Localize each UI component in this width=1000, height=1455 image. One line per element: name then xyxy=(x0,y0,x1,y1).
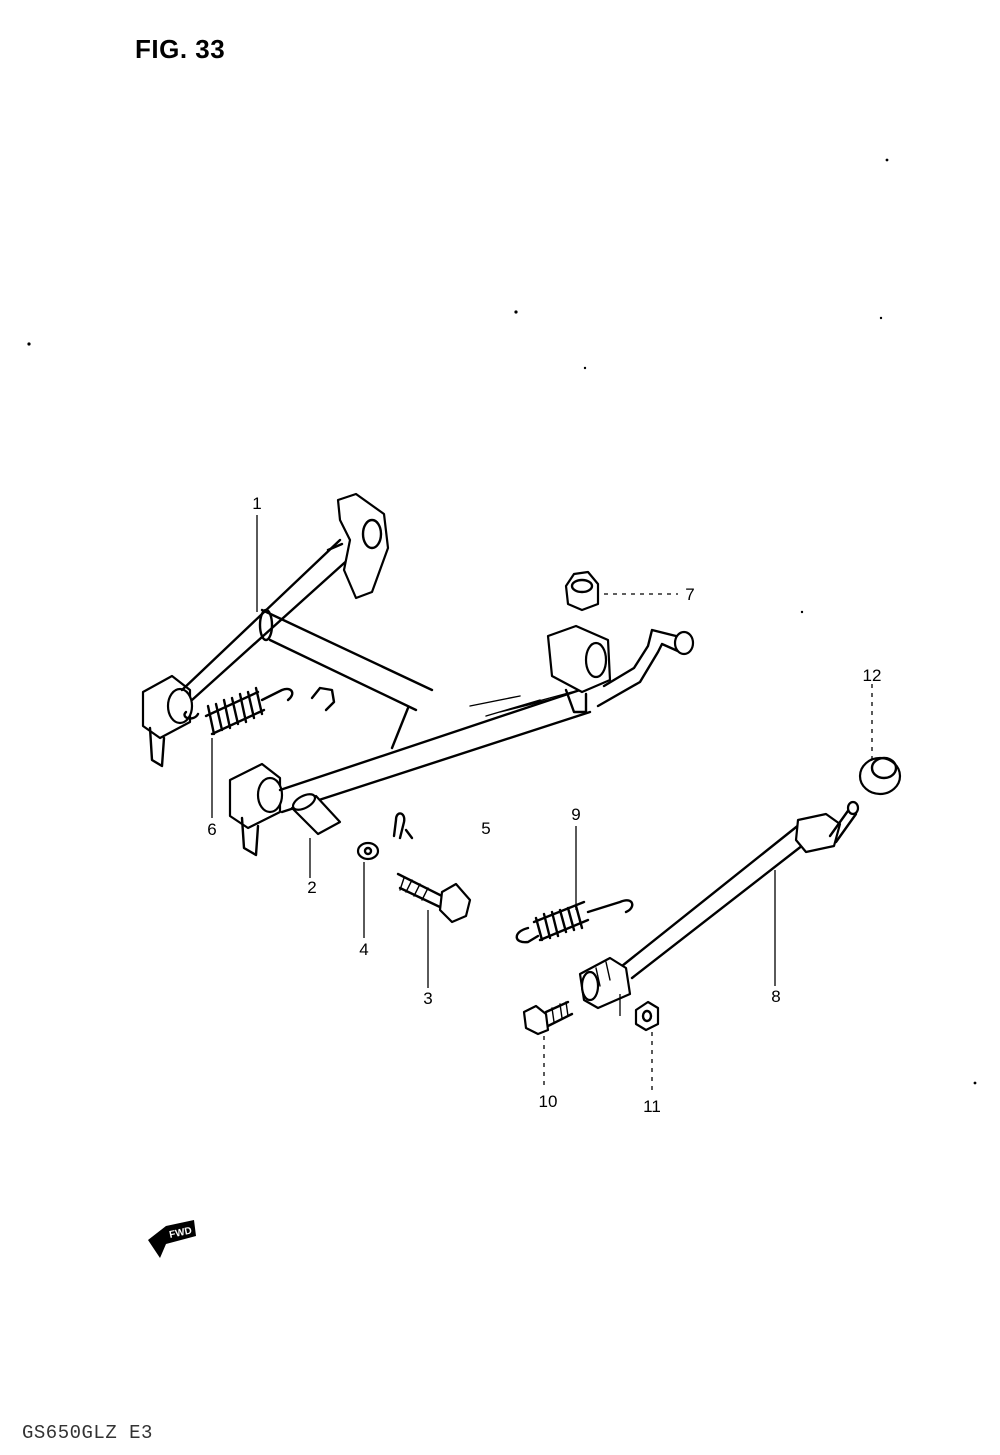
nut-part-11 xyxy=(634,1000,660,1032)
stand-bolt-part-10 xyxy=(522,1000,574,1036)
forward-marker-label: FWD xyxy=(168,1225,193,1240)
callout-8: 8 xyxy=(771,987,781,1006)
callout-7: 7 xyxy=(685,585,695,604)
bushing-part-2 xyxy=(290,793,342,836)
model-code-label: GS650GLZ E3 xyxy=(22,1422,153,1444)
side-stand-part-8 xyxy=(578,800,860,1010)
callout-3: 3 xyxy=(423,989,433,1008)
center-stand-part-1 xyxy=(141,492,695,857)
washer-part-4 xyxy=(356,841,380,861)
leader-lines xyxy=(211,515,873,1092)
callout-10: 10 xyxy=(538,1092,558,1111)
callout-5: 5 xyxy=(481,819,491,838)
forward-arrow-icon: FWD xyxy=(148,1220,196,1258)
callout-9: 9 xyxy=(571,805,581,824)
callout-6: 6 xyxy=(207,820,217,839)
figure-title: FIG. 33 xyxy=(135,34,226,64)
rubber-cap-part-12 xyxy=(858,756,902,796)
callout-2: 2 xyxy=(307,878,317,897)
spring-part-6 xyxy=(183,686,294,736)
spring-part-9 xyxy=(515,899,634,944)
cotter-pin-part-5 xyxy=(392,812,414,840)
bolt-part-3 xyxy=(396,872,472,924)
callout-12: 12 xyxy=(862,666,882,685)
callout-11: 11 xyxy=(643,1097,661,1116)
callout-4: 4 xyxy=(359,940,369,959)
scan-specks xyxy=(27,158,977,1085)
callout-1: 1 xyxy=(252,494,262,513)
cap-part-7 xyxy=(564,570,600,612)
